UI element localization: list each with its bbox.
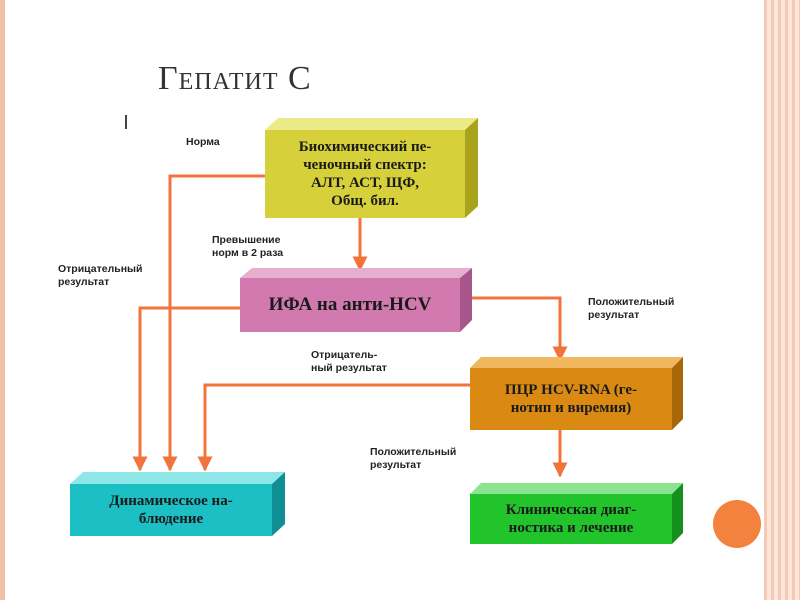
node-biochem-label: Биохимический пе- ченочный спектр: АЛТ, …	[298, 139, 432, 209]
box-biochem-shape	[265, 118, 478, 218]
node-dynamic-label: Динамическое на- блюдение	[109, 493, 233, 527]
box-pcr-shape	[470, 357, 683, 430]
edge-label-neg1: Отрицательный результат	[58, 263, 143, 289]
box-dynamic-shape	[70, 472, 285, 536]
edge-label-exceed: Превышение норм в 2 раза	[212, 234, 284, 260]
edge-label-norma: Норма	[186, 136, 220, 148]
node-clinical: Клиническая диаг- ностика и лечение	[470, 494, 672, 544]
node-clinical-label: Клиническая диаг- ностика и лечение	[505, 502, 637, 536]
slide-title: Гепатит С	[158, 60, 312, 97]
node-biochem: Биохимический пе- ченочный спектр: АЛТ, …	[265, 130, 465, 218]
arrow-pos1	[470, 296, 568, 362]
edge-label-pos2: Положительный результат	[370, 446, 457, 472]
arrow-neg1	[132, 306, 240, 472]
arrow-neg2	[197, 383, 470, 472]
box-clinical-shape	[470, 483, 683, 544]
node-pcr-label: ПЦР HCV-RNA (ге- нотип и виремия)	[504, 382, 638, 416]
decorative-tick	[125, 115, 127, 129]
node-pcr: ПЦР HCV-RNA (ге- нотип и виремия)	[470, 368, 672, 430]
node-ifa-label: ИФА на анти-HCV	[268, 293, 432, 315]
node-ifa: ИФА на анти-HCV	[240, 278, 460, 332]
box-ifa-shape	[240, 268, 472, 332]
edge-label-neg2: Отрицатель- ный результат	[311, 349, 387, 375]
arrow-norma	[162, 174, 265, 472]
decorative-circle	[713, 500, 761, 548]
slide-border-right	[764, 0, 800, 600]
edge-label-pos1: Положительный результат	[588, 296, 675, 322]
slide-border-left	[0, 0, 5, 600]
node-dynamic: Динамическое на- блюдение	[70, 484, 272, 536]
